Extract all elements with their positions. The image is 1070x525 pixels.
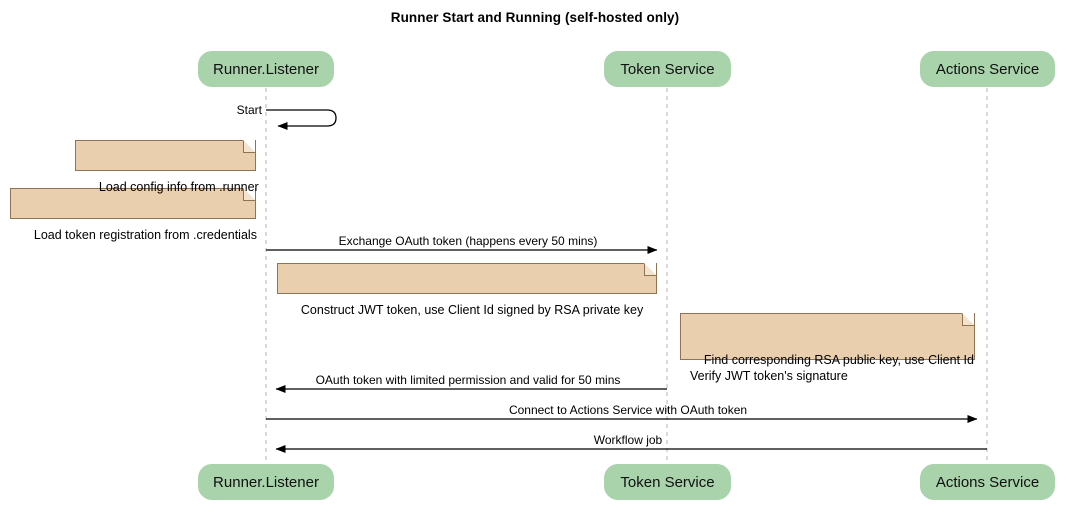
message-label-oauth-return: OAuth token with limited permission and … — [315, 373, 621, 387]
participant-label: Runner.Listener — [213, 60, 319, 78]
participant-label: Actions Service — [935, 473, 1040, 491]
participant-label: Token Service — [620, 473, 715, 491]
message-start-self-loop — [266, 109, 337, 130]
note-text: Load config info from .runner — [98, 180, 259, 194]
participant-token-service-bottom[interactable]: Token Service — [604, 464, 731, 500]
participant-actions-service-bottom[interactable]: Actions Service — [920, 464, 1055, 500]
note-verify-jwt: Find corresponding RSA public key, use C… — [680, 313, 975, 383]
message-label-start: Start — [236, 103, 262, 117]
participant-runner-listener-top[interactable]: Runner.Listener — [198, 51, 334, 87]
participant-actions-service-top[interactable]: Actions Service — [920, 51, 1055, 87]
participant-label: Runner.Listener — [213, 473, 319, 491]
participant-runner-listener-bottom[interactable]: Runner.Listener — [198, 464, 334, 500]
participant-label: Actions Service — [935, 60, 1040, 78]
message-label-workflow-job: Workflow job — [593, 433, 663, 447]
lifelines — [265, 88, 988, 463]
note-load-config: Load config info from .runner — [75, 140, 259, 194]
note-text: Find corresponding RSA public key, use C… — [690, 353, 974, 383]
note-load-token-registration: Load token registration from .credential… — [10, 188, 257, 242]
message-label-exchange-oauth: Exchange OAuth token (happens every 50 m… — [338, 234, 598, 248]
note-fold-icon — [243, 140, 255, 153]
participant-label: Token Service — [620, 60, 715, 78]
note-fold-icon — [962, 313, 974, 326]
participant-token-service-top[interactable]: Token Service — [604, 51, 731, 87]
note-fold-icon — [644, 263, 656, 276]
note-text: Load token registration from .credential… — [33, 228, 257, 242]
note-text: Construct JWT token, use Client Id signe… — [300, 303, 644, 317]
page-title: Runner Start and Running (self-hosted on… — [390, 10, 680, 25]
note-fold-icon — [243, 188, 255, 201]
message-label-connect-actions: Connect to Actions Service with OAuth to… — [508, 403, 748, 417]
note-construct-jwt: Construct JWT token, use Client Id signe… — [277, 263, 657, 317]
